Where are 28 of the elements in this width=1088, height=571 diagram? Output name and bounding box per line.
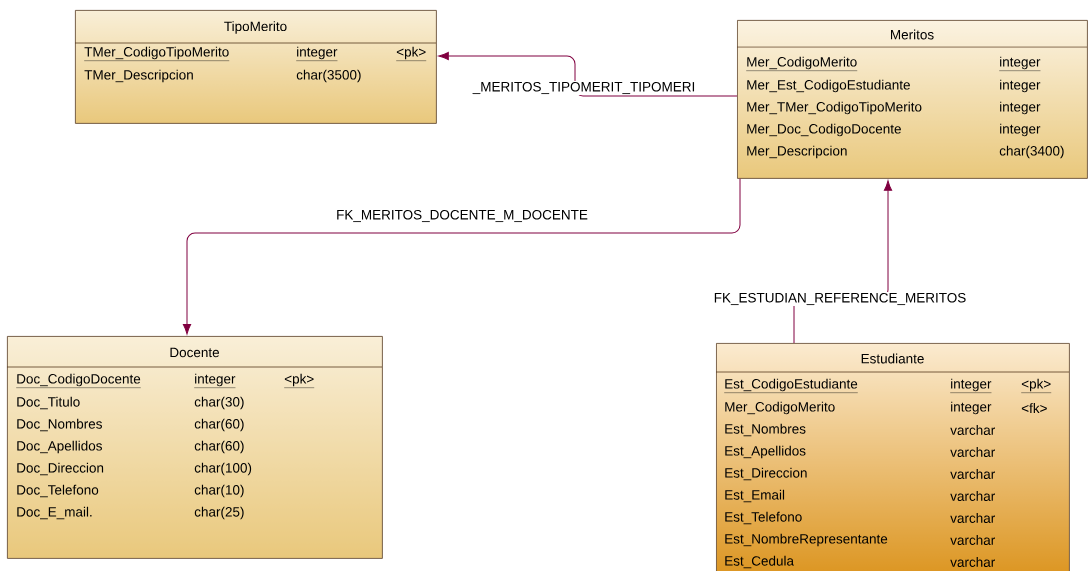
edge-label: FK_MERITOS_DOCENTE_M_DOCENTE [335, 208, 589, 224]
table-row: Est_NombreRepresentante varchar [725, 533, 995, 547]
edge-label: FK_ESTUDIAN_REFERENCE_MERITOS [712, 291, 968, 307]
table-row: Mer_Doc_CodigoDocente integer [747, 123, 1041, 137]
edge-label: _MERITOS_TIPOMERIT_TIPOMERI [471, 80, 697, 96]
table-row: Est_Telefono varchar [725, 511, 995, 525]
table-row: Est_CodigoEstudiante integer <pk> [724, 378, 1052, 393]
table-row: TMer_CodigoTipoMerito integer <pk> [84, 46, 427, 61]
table-row: Mer_TMer_CodigoTipoMerito integer [747, 101, 1041, 115]
table-row: Mer_Est_CodigoEstudiante integer [747, 79, 1041, 93]
table-row: Est_Direccion varchar [725, 467, 995, 481]
table-row: Doc_Titulo char(30) [17, 396, 244, 410]
table-row: Est_Apellidos varchar [725, 445, 995, 459]
table-row: Est_Nombres varchar [725, 423, 995, 437]
table-row: TMer_Descripcion char(3500) [84, 69, 361, 83]
table-row: Doc_E_mail. char(25) [17, 506, 244, 520]
table-row: Mer_CodigoMerito integer [746, 56, 1041, 71]
table-row: Doc_Apellidos char(60) [17, 440, 244, 454]
arrow [182, 178, 741, 335]
table-row: Doc_Direccion char(100) [17, 462, 252, 476]
table-row: Mer_CodigoMerito integer <fk> [725, 401, 1047, 415]
arrow [438, 51, 738, 97]
table-row: Doc_Nombres char(60) [17, 418, 244, 432]
table-row: Est_Email varchar [725, 489, 995, 503]
table-row: Est_Cedula varchar [725, 555, 995, 569]
table-row: Doc_Telefono char(10) [17, 484, 244, 498]
table-row: Doc_CodigoDocente integer <pk> [16, 373, 315, 388]
table-row: Mer_Descripcion char(3400) [747, 145, 1064, 159]
